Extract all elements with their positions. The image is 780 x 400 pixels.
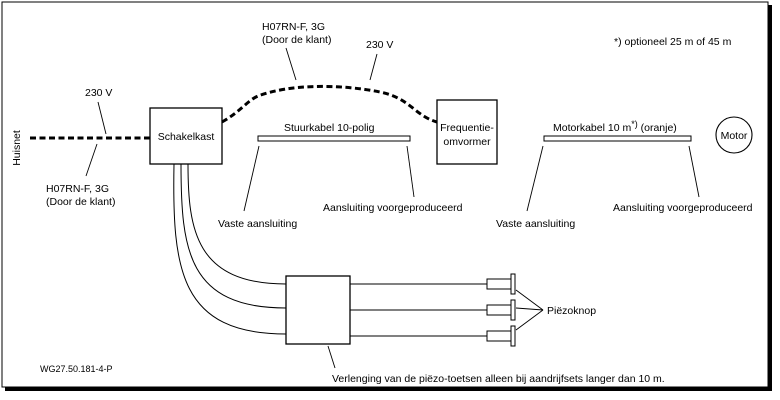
stuurkabel-label: Stuurkabel 10-polig — [284, 122, 375, 134]
motorkabel-footnote-mark: *) — [631, 119, 638, 129]
schakelkast-box — [149, 107, 223, 165]
schakelkast-label: Schakelkast — [158, 131, 215, 143]
voltage-top-pointer — [369, 53, 378, 81]
aansluiting-2-pointer — [688, 145, 700, 198]
vaste-aansluiting-1: Vaste aansluiting — [218, 218, 297, 230]
frequency-inverter-label-2: omvormer — [443, 136, 491, 148]
verlenging-pointer — [327, 345, 336, 369]
aansluiting-voorgeproduceerd-1: Aansluiting voorgeproduceerd — [323, 202, 463, 214]
voltage-left-label: 230 V — [85, 87, 112, 99]
cable-top-label-2: (Door de klant) — [262, 34, 331, 46]
vaste-aansluiting-2: Vaste aansluiting — [496, 218, 575, 230]
vaste-1-pointer — [243, 145, 260, 212]
motorkabel-bar — [543, 135, 692, 142]
cable-top-pointer — [285, 47, 297, 81]
motorkabel-label: Motorkabel 10 m*) (oranje) — [553, 119, 677, 134]
vaste-2-pointer — [526, 145, 544, 212]
diagram-frame — [1, 1, 769, 388]
cable-left-label-1: H07RN-F, 3G — [46, 183, 109, 195]
piezo-button-3 — [486, 325, 516, 347]
extension-junction-box — [285, 275, 351, 345]
piezo-wire-2 — [180, 163, 287, 309]
frequency-inverter-box — [436, 99, 498, 165]
piezo-pointer-3 — [515, 309, 544, 331]
aansluiting-1-pointer — [406, 145, 415, 198]
motor-label: Motor — [721, 130, 748, 142]
motorkabel-color-note: (oranje) — [638, 122, 677, 134]
piezo-button-1 — [486, 273, 516, 295]
piezo-pointer-1 — [515, 289, 544, 311]
figure-code: WG27.50.181-4-P — [40, 364, 113, 374]
huisnet-label: Huisnet — [11, 130, 23, 166]
optional-note: *) optioneel 25 m of 45 m — [614, 36, 732, 48]
frequency-inverter-label-1: Frequentie- — [440, 122, 494, 134]
piezo-wire-3 — [173, 163, 287, 335]
voltage-top-label: 230 V — [366, 39, 393, 51]
motorkabel-text: Motorkabel 10 m — [553, 122, 631, 134]
cable-left-pointer — [85, 143, 98, 177]
aansluiting-voorgeproduceerd-2: Aansluiting voorgeproduceerd — [613, 202, 753, 214]
voltage-left-pointer — [97, 101, 107, 135]
piezoknop-label: Piëzoknop — [547, 305, 596, 317]
piezo-button-2 — [486, 299, 516, 321]
verlenging-note: Verlenging van de piëzo-toetsen alleen b… — [332, 373, 665, 385]
cable-left-label-2: (Door de klant) — [46, 196, 115, 208]
cable-top-label-1: H07RN-F, 3G — [262, 21, 325, 33]
piezo-pointer-2 — [515, 307, 544, 311]
motor-circle — [715, 116, 753, 154]
piezo-wire-1 — [187, 163, 287, 285]
supply-cable-to-inverter — [221, 84, 438, 124]
stuurkabel-bar — [257, 135, 411, 142]
